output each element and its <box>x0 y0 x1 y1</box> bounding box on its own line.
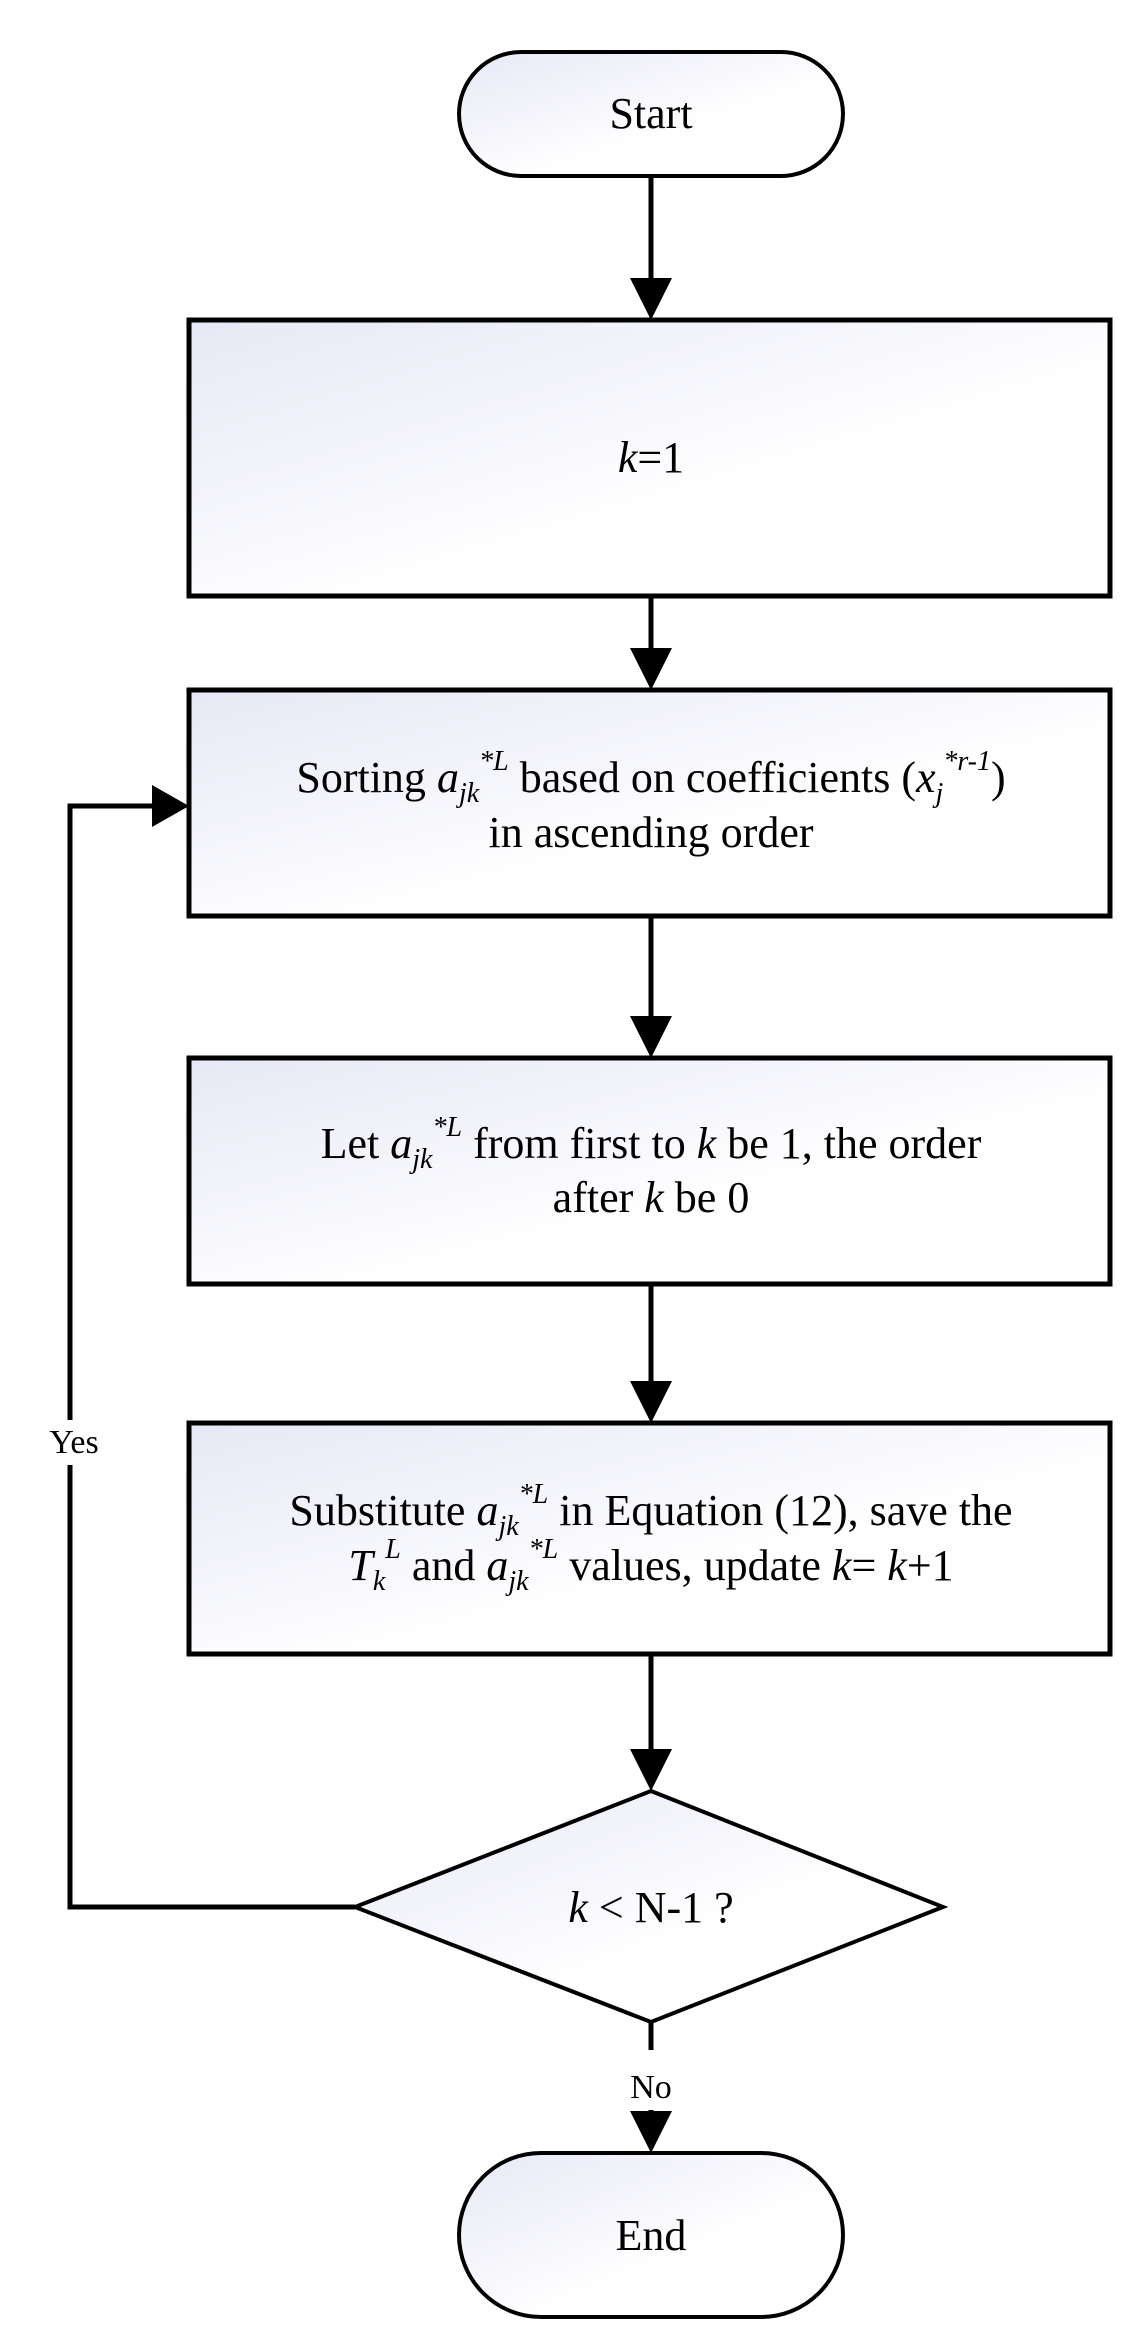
end-label: End <box>616 2211 687 2260</box>
let-label-line2: after k be 0 <box>553 1173 750 1222</box>
arrowhead <box>630 648 672 690</box>
loop-yes-line-upper <box>67 803 160 1420</box>
start-label: Start <box>609 89 692 138</box>
init-box: k=1 <box>186 317 1113 599</box>
sort-label-line1: Sorting ajk*L based on coefficients (xj*… <box>296 746 1005 809</box>
arrowhead <box>152 785 189 827</box>
let-box: Let ajk*L from first to k be 1, the orde… <box>186 1055 1113 1287</box>
end-terminal: End <box>457 2151 845 2319</box>
loop-yes-line <box>67 1465 355 1910</box>
arrowhead <box>630 1749 672 1791</box>
decision-label: k < N-1 ? <box>568 1883 733 1932</box>
substitute-label-line1: Substitute ajk*L in Equation (12), save … <box>289 1479 1012 1542</box>
start-terminal: Start <box>457 50 845 178</box>
substitute-box: Substitute ajk*L in Equation (12), save … <box>186 1420 1113 1657</box>
arrowhead <box>630 2111 672 2153</box>
substitute-label-line2: TkL and ajk*L values, update k= k+1 <box>348 1534 953 1597</box>
sort-box: Sorting ajk*L based on coefficients (xj*… <box>186 687 1113 919</box>
arrowheads <box>152 278 672 2153</box>
arrowhead <box>630 1016 672 1058</box>
let-label-line1: Let ajk*L from first to k be 1, the orde… <box>321 1112 982 1175</box>
yes-label: Yes <box>49 1424 98 1461</box>
decision-diamond: k < N-1 ? <box>349 1788 949 2025</box>
arrowhead <box>630 1381 672 1423</box>
sort-label-line2: in ascending order <box>489 808 814 857</box>
arrowhead <box>630 278 672 320</box>
no-label: No <box>630 2069 672 2106</box>
init-label: k=1 <box>618 433 684 482</box>
